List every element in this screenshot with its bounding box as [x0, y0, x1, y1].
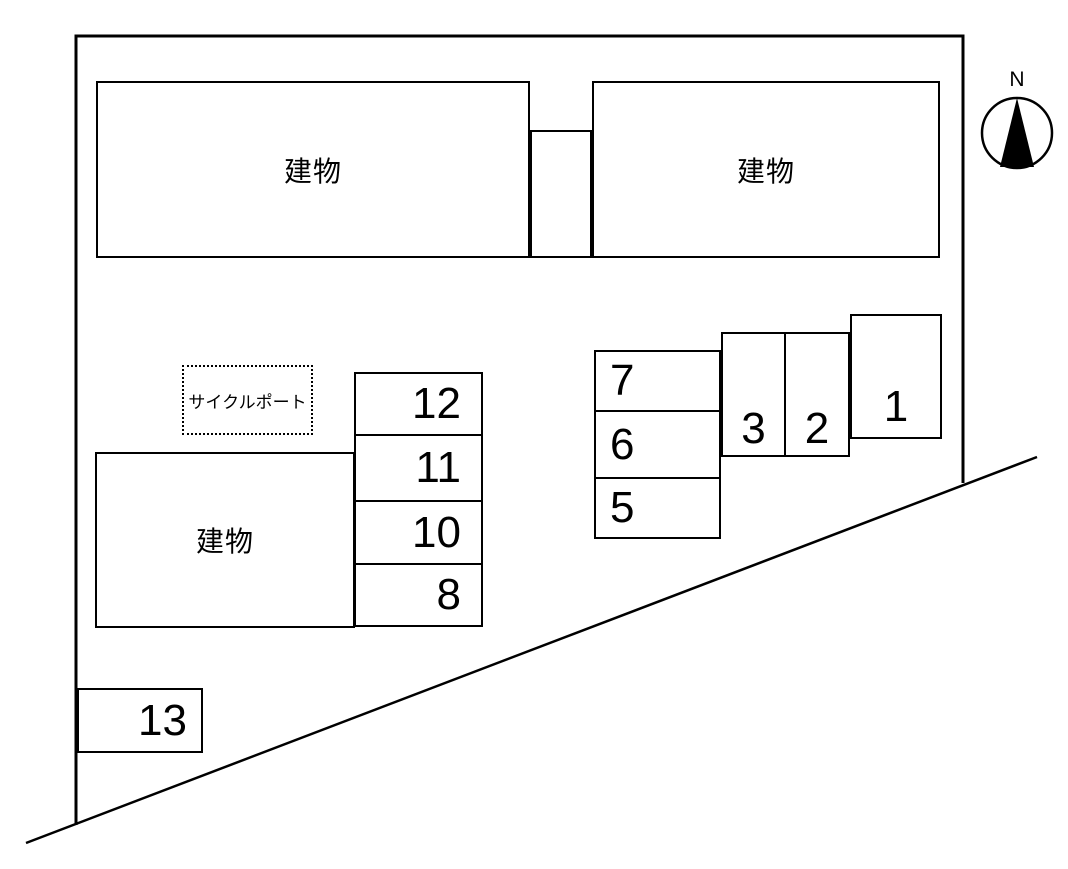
- parking-space-10: 10: [356, 500, 481, 563]
- cycle-port: サイクルポート: [182, 365, 313, 435]
- parking-space-2: 2: [784, 334, 848, 455]
- parking-space-3: 3: [741, 404, 766, 453]
- compass-needle: [1000, 98, 1034, 167]
- building-top-left: 建物: [96, 81, 530, 258]
- site-boundary-line: [74, 34, 965, 825]
- building-top-right-label: 建物: [736, 155, 795, 187]
- diagonal-road-edge-line: [25, 455, 1038, 845]
- parking-space-1: 1: [850, 314, 942, 439]
- parking-space-6: 6: [596, 410, 719, 477]
- compass-north-label: N: [1009, 68, 1025, 91]
- parking-space-11: 11: [356, 434, 481, 500]
- parking-pair-3-2: 3 2: [721, 332, 850, 457]
- parking-column-left: 12 11 10 8: [354, 372, 483, 627]
- parking-space-7: 7: [610, 356, 635, 405]
- parking-space-12: 12: [412, 379, 461, 428]
- parking-space-13: 13: [77, 688, 203, 753]
- building-top-right: 建物: [592, 81, 940, 258]
- building-lower-left: 建物: [95, 452, 355, 628]
- building-connector: [530, 130, 592, 258]
- building-top-left-label: 建物: [283, 155, 342, 187]
- parking-column-middle: 7 6 5: [594, 350, 721, 539]
- building-lower-left-label: 建物: [195, 526, 254, 557]
- parking-space-8: 8: [356, 563, 481, 625]
- cycle-port-label: サイクルポート: [188, 392, 307, 412]
- parking-space-5: 5: [596, 477, 719, 537]
